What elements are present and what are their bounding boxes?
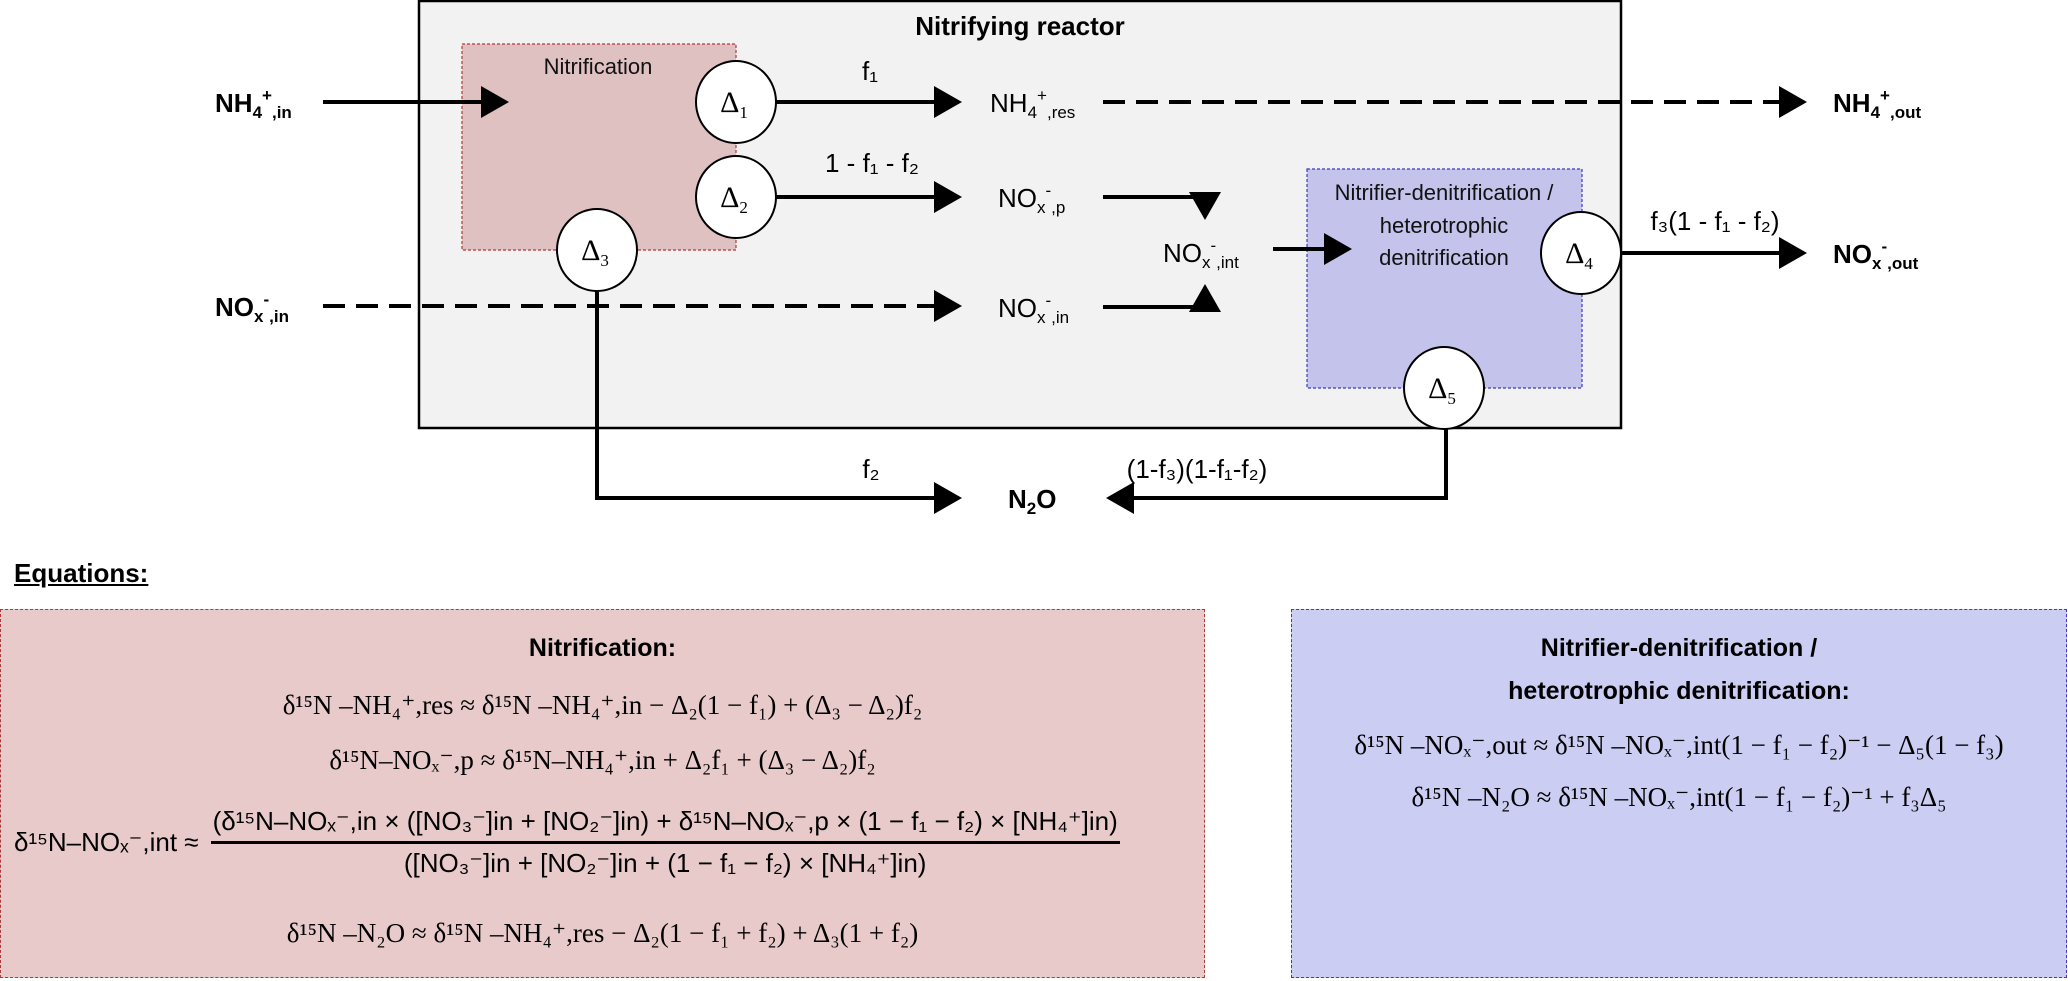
flux-label-n2o-denit: (1-f₃)(1-f₁-f₂) [1127, 454, 1268, 484]
equation-nox-int-numerator: (δ¹⁵N–NOₓ⁻,in × ([NO₃⁻]in + [NO₂⁻]in) + … [210, 806, 1120, 844]
svg-text:Δ1: Δ1 [720, 86, 748, 122]
equation-nh4-res: δ¹⁵N –NH₄⁺,res ≈ δ¹⁵N –NH₄⁺,in − Δ₂(1 − … [282, 690, 923, 720]
label-nh4-res: NH4+,res [990, 86, 1075, 122]
equation-n2o-nitrification: δ¹⁵N –N₂O ≈ δ¹⁵N –NH₄⁺,res − Δ₂(1 − f₁ +… [286, 918, 919, 948]
arrow-noxp-to-noxint [1103, 192, 1221, 220]
label-nox-int: NOx-,int [1163, 236, 1239, 272]
label-nox-in: NOx-,in [215, 290, 289, 326]
equation-nox-int-denominator: ([NO₃⁻]in + [NO₂⁻]in + (1 − f₁ − f₂) × [… [403, 848, 927, 878]
arrow-delta3-to-n2o [595, 290, 962, 514]
delta-2-node: Δ2 [695, 155, 777, 239]
equation-nox-int-lhs: δ¹⁵N–NOₓ⁻,int ≈ [14, 827, 199, 857]
label-nox-out: NOx-,out [1833, 237, 1919, 273]
denitrification-equations-box: Nitrifier-denitrification / heterotrophi… [1291, 609, 2067, 978]
equation-nox-out: δ¹⁵N –NOₓ⁻,out ≈ δ¹⁵N –NOₓ⁻,int(1 − f₁ −… [1354, 730, 2004, 760]
equation-n2o-denitrification: δ¹⁵N –N₂O ≈ δ¹⁵N –NOₓ⁻,int(1 − f₁ − f₂)⁻… [1411, 782, 1947, 812]
denitrification-box-label-2: heterotrophic [1380, 213, 1508, 238]
flux-label-f3-term: f₃(1 - f₁ - f₂) [1650, 206, 1779, 236]
nitrogen-flow-diagram: Nitrifying reactor Nitrification Nitrifi… [215, 0, 1921, 518]
label-n2o: N2O [1008, 484, 1056, 518]
label-nox-p: NOx-,p [998, 181, 1065, 217]
equations-heading: Equations: [14, 558, 149, 588]
svg-text:Δ4: Δ4 [1565, 237, 1593, 273]
delta-1-node: Δ1 [695, 60, 777, 144]
label-nox-in-internal: NOx-,in [998, 291, 1069, 327]
reactor-title: Nitrifying reactor [915, 11, 1125, 41]
denitrification-equations-title-2: heterotrophic denitrification: [1508, 677, 1850, 705]
arrow-delta5-to-n2o [1106, 428, 1448, 514]
equation-nox-int-fraction: (δ¹⁵N–NOₓ⁻,in × ([NO₃⁻]in + [NO₂⁻]in) + … [210, 806, 1120, 879]
nitrification-box-label: Nitrification [544, 54, 653, 79]
arrow-noxin-to-noxint [1103, 284, 1221, 312]
svg-text:Δ5: Δ5 [1428, 372, 1456, 408]
delta-4-node: Δ4 [1540, 211, 1622, 295]
equation-nox-int: δ¹⁵N–NOₓ⁻,int ≈ (δ¹⁵N–NOₓ⁻,in × ([NO₃⁻]i… [14, 806, 1120, 879]
svg-text:Δ2: Δ2 [720, 181, 748, 217]
nitrification-equations-title: Nitrification: [528, 634, 677, 662]
nitrification-equations-box: Nitrification: δ¹⁵N –NH₄⁺,res ≈ δ¹⁵N –NH… [0, 609, 1205, 978]
label-nh4-out: NH4+,out [1833, 86, 1921, 122]
denitrification-equations-title-1: Nitrifier-denitrification / [1540, 634, 1818, 662]
svg-text:Δ3: Δ3 [581, 234, 609, 270]
denitrification-box-label-1: Nitrifier-denitrification / [1335, 180, 1555, 205]
delta-5-node: Δ5 [1403, 346, 1485, 430]
label-nh4-in: NH4+,in [215, 86, 292, 122]
denitrification-box-label-3: denitrification [1379, 245, 1509, 270]
flux-label-f1: f₁ [862, 56, 878, 86]
flux-label-1-f1-f2: 1 - f₁ - f₂ [825, 148, 919, 178]
delta-3-node: Δ3 [556, 208, 638, 292]
flux-label-f2: f₂ [862, 454, 879, 484]
equation-nox-p: δ¹⁵N–NOₓ⁻,p ≈ δ¹⁵N–NH₄⁺,in + Δ₂f₁ + (Δ₃ … [329, 745, 876, 775]
